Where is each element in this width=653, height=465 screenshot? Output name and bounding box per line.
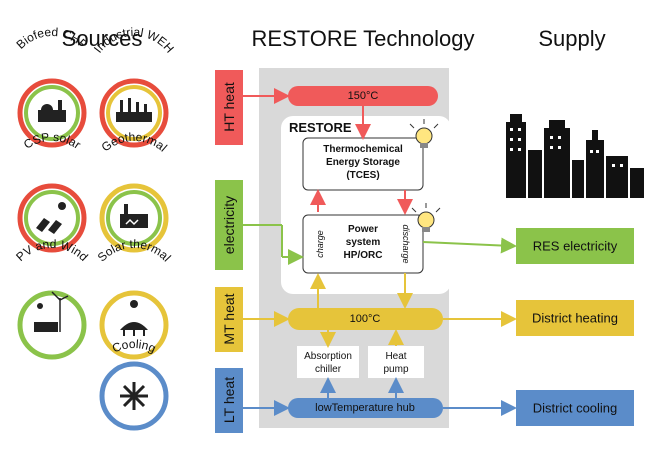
district-heating-box [516,300,634,336]
source-label: Solar thermal [95,237,174,264]
res-electricity-label: RES electricity [533,239,618,254]
power-label-line3: HP/ORC [344,250,383,261]
power-system-box [302,214,424,274]
absorption-line2: chiller [315,364,342,375]
district-cooling-label: District cooling [533,401,618,416]
source-cooling: Cooling [99,337,169,431]
source-label: Cooling [110,337,158,356]
lightbulb-icon [411,203,441,232]
tces-label-line2: Energy Storage [326,157,400,168]
discharge-label: discharge [401,224,411,263]
ht-heat-box [215,70,243,145]
factory-icon [38,100,66,122]
mt-heat-label: MT heat [221,293,237,344]
ht-heat-label: HT heat [221,82,237,132]
heat-pump-line1: Heat [385,351,406,362]
source-pv-wind: PV and Wind [13,237,91,360]
power-label-line2: system [346,237,381,248]
pv-wind-icon [34,291,69,332]
absorption-line1: Absorption [304,351,352,362]
heat-pump-line2: pump [383,364,408,375]
source-solar-thermal: Solar thermal [95,237,174,360]
district-heating-label: District heating [532,311,618,326]
power-label-line1: Power [348,224,378,235]
electricity-label: electricity [221,196,237,254]
snowflake-icon [120,382,148,410]
charge-label: charge [315,230,325,258]
mt-bus-label: 100°C [350,313,381,325]
res-electricity-box [516,228,634,264]
electricity-box [215,180,243,270]
lt-bus-label: lowTemperature hub [315,402,415,414]
district-cooling-box [516,390,634,426]
source-biofeed-chp: Biofeed CHP [14,25,90,148]
header-technology: RESTORE Technology [252,26,475,51]
lightbulb-icon [409,119,439,148]
absorption-chiller-box [297,346,359,378]
city-skyline-icon [506,114,644,198]
tces-label-line1: Thermochemical [323,144,403,155]
tces-label-line3: (TCES) [346,170,379,181]
source-geothermal: Geothermal [99,130,170,253]
heat-pump-box [368,346,424,378]
source-csp-solar: CSP solar [17,130,87,253]
restore-title: RESTORE [289,120,352,135]
industrial-plant-icon [116,98,152,122]
ht-bus [288,86,438,106]
flow-arrows [243,88,517,416]
mt-bus [288,308,443,330]
header-sources: Sources [62,26,143,51]
mt-heat-box [215,287,243,352]
source-label: PV and Wind [13,237,91,264]
solar-mirrors-icon [36,202,66,234]
lt-heat-label: LT heat [221,377,237,423]
lt-heat-box [215,368,243,433]
geothermal-plant-icon [120,204,148,228]
solar-thermal-icon [120,300,148,336]
header-supply: Supply [538,26,605,51]
lt-bus [288,398,443,418]
ht-bus-label: 150°C [348,90,379,102]
